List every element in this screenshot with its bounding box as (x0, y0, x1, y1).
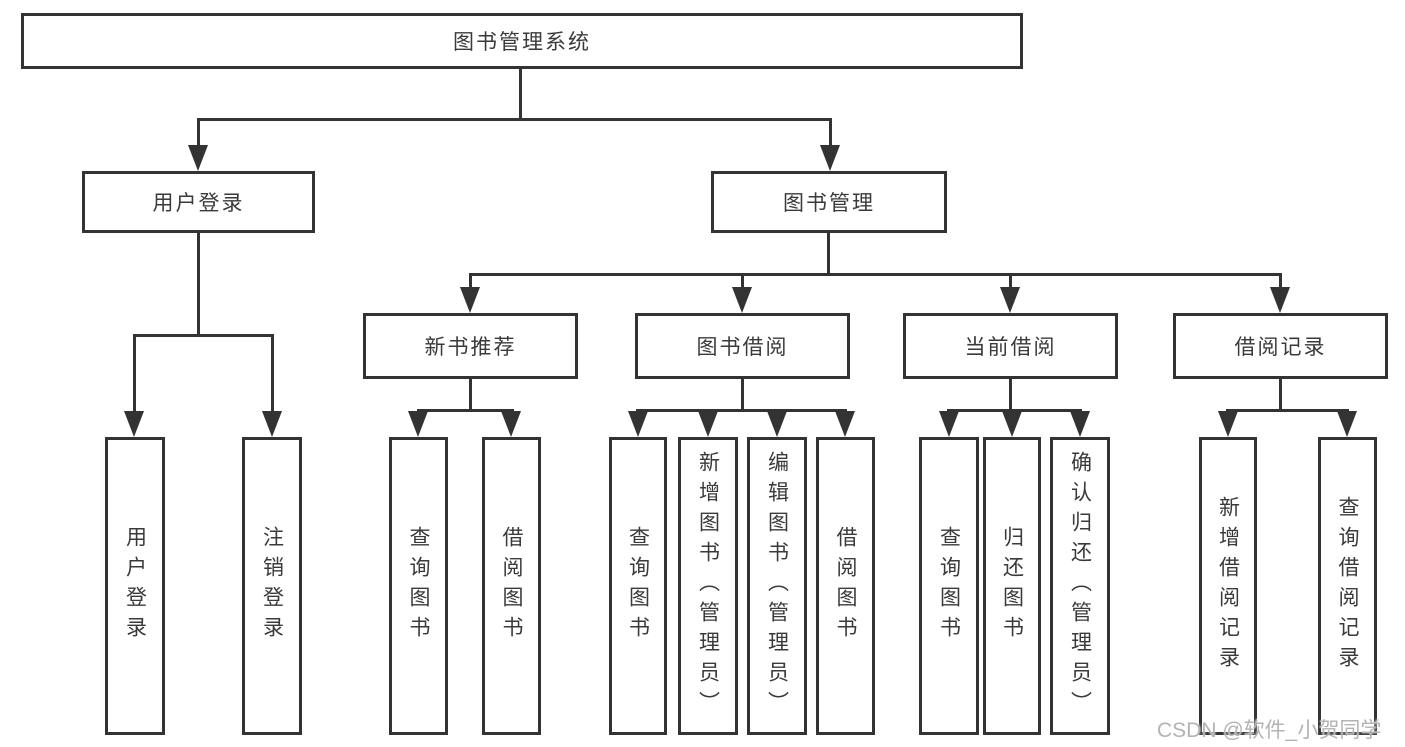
node-user-login-label: 用户登录 (152, 192, 245, 215)
arrowhead-br-add (1218, 411, 1238, 437)
connector-book-borrow-split (636, 409, 847, 412)
node-new-book-recommend: 新书推荐 (363, 313, 578, 379)
node-new-book-recommend-label: 新书推荐 (424, 336, 517, 359)
leaf-bb-edit-books-admin: 编辑图书（管理员） (747, 437, 807, 735)
connector-level2-split (197, 118, 832, 121)
leaf-cb-confirm-return-admin-label: 确认归还（管理员） (1068, 451, 1092, 721)
arrowhead-nb-borrow (501, 411, 521, 437)
arrowhead-br-query (1337, 411, 1357, 437)
arrowhead-new-book (460, 287, 480, 313)
connector-stub-leaf-user-login (133, 334, 136, 414)
arrowhead-bb-query (628, 411, 648, 437)
node-root: 图书管理系统 (21, 13, 1023, 69)
leaf-user-login: 用户登录 (105, 437, 165, 735)
connector-book-mgmt-trunk (827, 233, 830, 276)
connector-stub-book-mgmt (829, 118, 832, 148)
connector-user-login-split (133, 334, 274, 337)
leaf-cb-return-books: 归还图书 (983, 437, 1041, 735)
leaf-bb-add-books-admin: 新增图书（管理员） (678, 437, 738, 735)
node-root-label: 图书管理系统 (453, 31, 591, 54)
connector-root-trunk (519, 68, 522, 120)
connector-book-borrow-trunk (741, 379, 744, 412)
arrowhead-leaf-logout (262, 411, 282, 437)
connector-new-book-split (417, 409, 514, 412)
leaf-br-query-record: 查询借阅记录 (1318, 437, 1377, 735)
arrowhead-current-borrow (1000, 287, 1020, 313)
leaf-bb-borrow-books: 借阅图书 (816, 437, 875, 735)
connector-stub-new-book (469, 273, 472, 291)
node-book-management: 图书管理 (711, 171, 947, 233)
connector-stub-current-borrow (1009, 273, 1012, 291)
connector-stub-user-login (197, 118, 200, 148)
arrowhead-book-borrow (732, 287, 752, 313)
leaf-br-query-record-label: 查询借阅记录 (1336, 496, 1359, 676)
leaf-br-add-record: 新增借阅记录 (1199, 437, 1257, 735)
connector-new-book-trunk (469, 379, 472, 412)
connector-stub-book-borrow (741, 273, 744, 291)
node-current-borrow-label: 当前借阅 (964, 336, 1057, 359)
leaf-nb-borrow-books-label: 借阅图书 (500, 526, 523, 646)
arrowhead-nb-query (408, 411, 428, 437)
leaf-cb-query-books-label: 查询图书 (937, 526, 961, 646)
node-book-borrow: 图书借阅 (635, 313, 850, 379)
node-book-management-label: 图书管理 (783, 192, 875, 215)
arrowhead-bb-add (698, 411, 718, 437)
connector-user-login-trunk (197, 233, 200, 337)
arrowhead-cb-return (1002, 411, 1022, 437)
arrowhead-cb-query (939, 411, 959, 437)
leaf-cb-return-books-label: 归还图书 (1000, 526, 1024, 646)
leaf-bb-query-books: 查询图书 (609, 437, 667, 735)
leaf-bb-add-books-admin-label: 新增图书（管理员） (696, 451, 720, 721)
arrowhead-borrow-record (1270, 287, 1290, 313)
node-borrow-record: 借阅记录 (1173, 313, 1388, 379)
leaf-bb-query-books-label: 查询图书 (626, 526, 650, 646)
arrowhead-book-mgmt (820, 145, 840, 171)
leaf-logout-label: 注销登录 (260, 526, 284, 646)
node-borrow-record-label: 借阅记录 (1234, 336, 1327, 359)
connector-stub-borrow-record (1279, 273, 1282, 291)
connector-borrow-record-trunk (1279, 379, 1282, 412)
node-current-borrow: 当前借阅 (903, 313, 1118, 379)
leaf-nb-query-books: 查询图书 (389, 437, 448, 735)
arrowhead-user-login (188, 145, 208, 171)
arrowhead-bb-edit (767, 411, 787, 437)
leaf-br-add-record-label: 新增借阅记录 (1216, 496, 1240, 676)
leaf-cb-query-books: 查询图书 (919, 437, 979, 735)
connector-stub-leaf-logout (271, 334, 274, 414)
arrowhead-cb-confirm (1070, 411, 1090, 437)
leaf-bb-edit-books-admin-label: 编辑图书（管理员） (765, 451, 789, 721)
node-user-login: 用户登录 (82, 171, 315, 233)
arrowhead-bb-borrow (835, 411, 855, 437)
leaf-user-login-label: 用户登录 (123, 526, 147, 646)
leaf-cb-confirm-return-admin: 确认归还（管理员） (1050, 437, 1110, 735)
connector-current-borrow-split (947, 409, 1082, 412)
arrowhead-leaf-user-login (124, 411, 144, 437)
leaf-bb-borrow-books-label: 借阅图书 (834, 526, 857, 646)
connector-level3-split (469, 273, 1282, 276)
connector-current-borrow-trunk (1009, 379, 1012, 412)
connector-borrow-record-split (1226, 409, 1349, 412)
leaf-nb-query-books-label: 查询图书 (407, 526, 430, 646)
leaf-nb-borrow-books: 借阅图书 (482, 437, 541, 735)
node-book-borrow-label: 图书借阅 (696, 336, 789, 359)
leaf-logout: 注销登录 (242, 437, 302, 735)
csdn-watermark: CSDN @软件_小贺同学 (1157, 719, 1382, 742)
